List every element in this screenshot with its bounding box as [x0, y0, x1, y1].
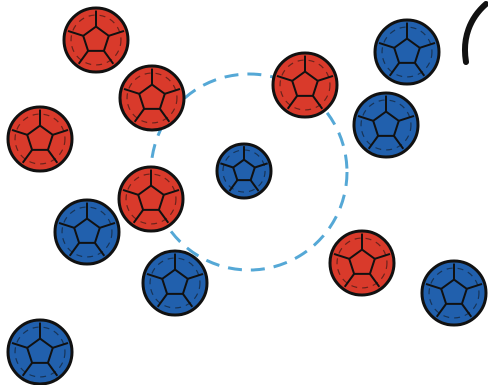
red-ball-6: [328, 229, 396, 297]
white-ball: [215, 142, 273, 200]
red-ball-2: [118, 64, 186, 132]
blue-ball-2: [352, 91, 420, 159]
red-ball-1: [62, 6, 130, 74]
blue-ball-3: [53, 198, 121, 266]
red-ball-3: [6, 105, 74, 173]
red-ball-5: [271, 51, 339, 119]
blue-ball-5: [420, 259, 488, 327]
red-ball-4: [117, 165, 185, 233]
blue-ball-4: [141, 249, 209, 317]
blue-ball-1: [373, 18, 441, 86]
blue-ball-6: [6, 318, 74, 385]
partial-bracket-glyph: [462, 1, 488, 65]
